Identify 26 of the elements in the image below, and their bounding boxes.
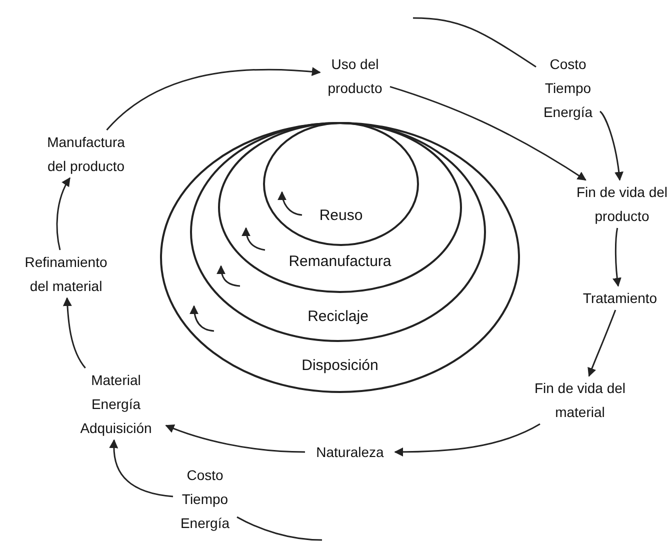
ring-label: Remanufactura <box>288 252 392 272</box>
arrow <box>599 110 624 181</box>
arrow <box>612 228 622 287</box>
arrow <box>165 424 306 453</box>
ring-label: Disposición <box>300 356 380 376</box>
arrow <box>56 177 70 250</box>
ring-label: Reciclaje <box>306 307 370 327</box>
arrow <box>390 86 586 181</box>
connector-line <box>412 17 536 68</box>
stage-label: Costo Tiempo Energía <box>173 463 237 535</box>
stage-label: Refinamiento del material <box>16 250 116 298</box>
connector-line <box>236 516 322 541</box>
ring-label: Reuso <box>318 206 364 226</box>
arrow <box>394 423 540 456</box>
stage-label: Material Energía Adquisición <box>66 368 166 440</box>
arrow <box>109 439 174 498</box>
stage-label: Fin de vida del material <box>520 376 640 424</box>
stage-label: Manufactura del producto <box>36 130 136 178</box>
arrow <box>62 297 86 368</box>
arrow <box>588 310 616 377</box>
arrow <box>106 67 321 131</box>
stage-label: Naturaleza <box>305 440 395 464</box>
stage-label: Fin de vida del producto <box>562 180 672 228</box>
stage-label: Uso del producto <box>320 52 390 100</box>
stage-label: Tratamiento <box>572 286 668 310</box>
stage-label: Costo Tiempo Energía <box>536 52 600 124</box>
